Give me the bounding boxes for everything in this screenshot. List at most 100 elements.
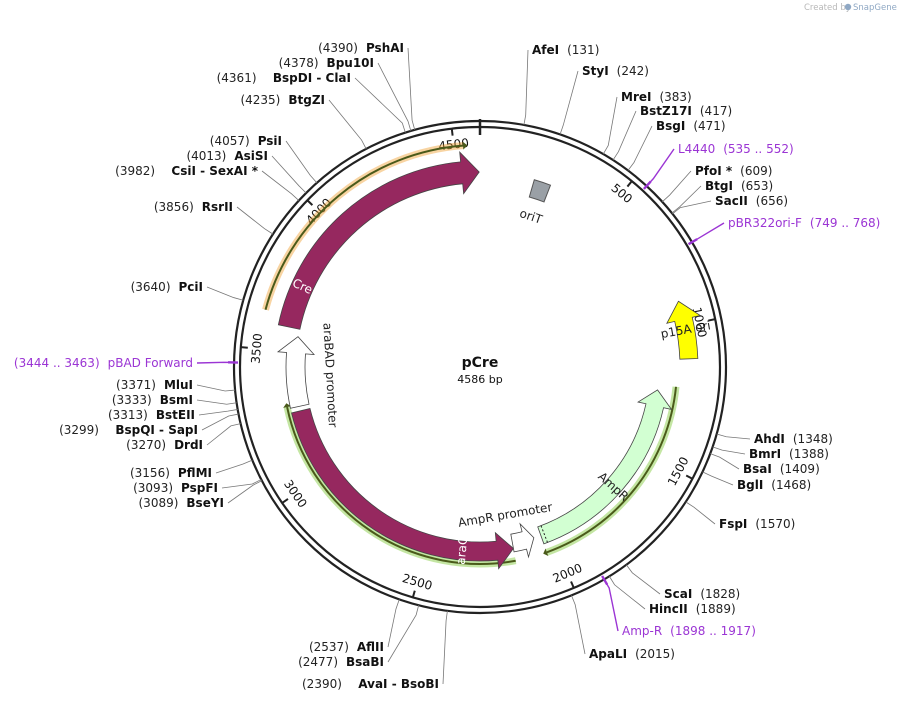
tick-mark bbox=[626, 180, 633, 188]
enzyme-name: AvaI - BsoBI bbox=[358, 677, 439, 691]
enzyme-name: SacII bbox=[715, 194, 748, 208]
enzyme-leader-6 bbox=[671, 185, 702, 214]
tick-mark bbox=[450, 128, 454, 136]
enzyme-name: ApaLI bbox=[589, 647, 627, 661]
feature-ampr bbox=[537, 389, 673, 545]
tick-label: 2500 bbox=[401, 571, 434, 593]
enzyme-position: (2537) bbox=[309, 640, 349, 654]
enzyme-position: (1828) bbox=[700, 587, 740, 601]
tick-mark bbox=[708, 318, 716, 322]
plasmid-size: 4586 bp bbox=[457, 373, 502, 386]
enzyme-leader-35 bbox=[407, 47, 416, 130]
enzyme-leader-5 bbox=[661, 170, 692, 203]
enzyme-leader-19 bbox=[227, 480, 263, 504]
enzyme-name: BsgI bbox=[656, 119, 685, 133]
feature-ampr-promoter bbox=[510, 522, 535, 559]
enzyme-name: AsiSI bbox=[234, 149, 268, 163]
enzyme-position: (4390) bbox=[318, 41, 358, 55]
enzyme-leader-2 bbox=[602, 96, 618, 155]
enzyme-name: AfeI bbox=[532, 43, 559, 57]
tick-mark bbox=[240, 346, 248, 349]
primer-name: Amp-R bbox=[622, 624, 662, 638]
feature-label-orit: oriT bbox=[518, 206, 545, 227]
enzyme-position: (131) bbox=[567, 43, 599, 57]
enzyme-name: BstZ17I bbox=[640, 104, 692, 118]
enzyme-position: (3333) bbox=[112, 393, 152, 407]
enzyme-leader-29 bbox=[261, 170, 300, 201]
enzyme-position: (1570) bbox=[755, 517, 795, 531]
enzyme-name: BsmI bbox=[160, 393, 193, 407]
enzyme-position: (4013) bbox=[186, 149, 226, 163]
enzyme-position: (1388) bbox=[789, 447, 829, 461]
enzyme-name: BstEII bbox=[156, 408, 195, 422]
enzyme-name: AflII bbox=[357, 640, 384, 654]
enzyme-position: (3093) bbox=[133, 481, 173, 495]
enzyme-position: (1348) bbox=[793, 432, 833, 446]
primer-name: L4440 bbox=[678, 142, 715, 156]
enzyme-position: (3982) bbox=[115, 164, 155, 178]
enzyme-position: (3371) bbox=[116, 378, 156, 392]
enzyme-leader-23 bbox=[201, 413, 239, 431]
enzyme-name: BsaBI bbox=[346, 655, 384, 669]
primer-mark bbox=[601, 575, 609, 586]
enzyme-name: PciI bbox=[179, 280, 204, 294]
enzyme-name: BmrI bbox=[749, 447, 781, 461]
enzyme-leader-22 bbox=[206, 423, 241, 446]
enzyme-leader-30 bbox=[271, 155, 307, 194]
enzyme-leader-18 bbox=[442, 610, 448, 685]
enzyme-leader-12 bbox=[685, 501, 716, 525]
enzyme-position: (2015) bbox=[635, 647, 675, 661]
orange-arc bbox=[264, 144, 464, 310]
enzyme-leader-32 bbox=[328, 99, 367, 150]
enzyme-name: Bpu10I bbox=[327, 56, 374, 70]
tick-label: 2000 bbox=[551, 561, 585, 586]
enzyme-name: BspDI - ClaI bbox=[273, 71, 351, 85]
feature-label-arac: araC bbox=[454, 536, 471, 565]
enzyme-position: (4361) bbox=[217, 71, 257, 85]
primer-mark bbox=[687, 238, 698, 246]
enzyme-position: (4057) bbox=[210, 134, 250, 148]
tick-mark bbox=[306, 199, 314, 206]
enzyme-name: BtgI bbox=[705, 179, 733, 193]
tick-label: 4500 bbox=[438, 136, 470, 153]
enzyme-position: (3156) bbox=[130, 466, 170, 480]
enzyme-position: (3089) bbox=[139, 496, 179, 510]
enzyme-name: BspQI - SapI bbox=[115, 423, 198, 437]
enzyme-leader-17 bbox=[387, 605, 420, 663]
feature-label-arabad-promoter: araBAD promoter bbox=[320, 322, 340, 427]
enzyme-leader-28 bbox=[236, 206, 274, 235]
enzyme-name: DrdI bbox=[174, 438, 203, 452]
enzyme-position: (656) bbox=[756, 194, 788, 208]
enzyme-name: PsiI bbox=[258, 134, 282, 148]
tick-label: 3500 bbox=[249, 333, 265, 365]
enzyme-name: AhdI bbox=[754, 432, 785, 446]
enzyme-leader-4 bbox=[627, 125, 653, 171]
enzyme-name: BtgZI bbox=[288, 93, 325, 107]
feature-p15a bbox=[666, 300, 702, 360]
enzyme-leader-3 bbox=[612, 110, 637, 161]
enzyme-name: BglI bbox=[737, 478, 763, 492]
enzyme-position: (653) bbox=[741, 179, 773, 193]
primer-range: (1898 .. 1917) bbox=[670, 624, 756, 638]
ampr-divider bbox=[540, 525, 548, 543]
enzyme-position: (4378) bbox=[279, 56, 319, 70]
enzyme-leader-11 bbox=[702, 471, 734, 486]
enzyme-leader-9 bbox=[712, 446, 746, 455]
enzyme-name: MreI bbox=[621, 90, 651, 104]
enzyme-leader-7 bbox=[672, 200, 712, 215]
feature-label-ampr-promoter: AmpR promoter bbox=[457, 500, 553, 530]
enzyme-name: PflMI bbox=[178, 466, 212, 480]
green-arc-araC bbox=[286, 406, 516, 565]
enzyme-leader-27 bbox=[206, 286, 244, 301]
enzyme-name: BsaI bbox=[743, 462, 772, 476]
enzyme-leader-8 bbox=[716, 433, 751, 440]
tick-label: 1500 bbox=[665, 455, 692, 489]
enzyme-position: (3299) bbox=[59, 423, 99, 437]
snapgene-logo-icon bbox=[844, 3, 852, 11]
enzyme-leader-14 bbox=[608, 576, 646, 610]
enzyme-position: (1409) bbox=[780, 462, 820, 476]
enzyme-name: ScaI bbox=[664, 587, 692, 601]
enzyme-name: PspFI bbox=[181, 481, 218, 495]
primer-range: (3444 .. 3463) bbox=[14, 356, 100, 370]
enzyme-leader-1 bbox=[559, 70, 579, 135]
